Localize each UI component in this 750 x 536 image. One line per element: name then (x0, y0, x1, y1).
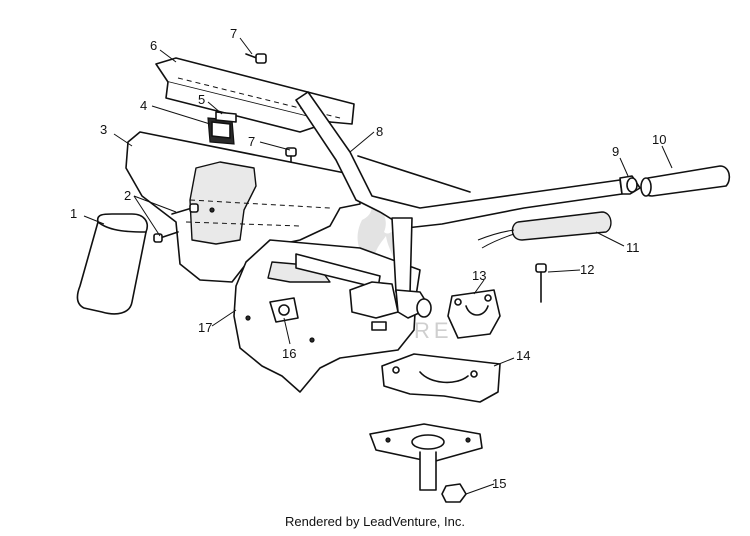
callout-4: 4 (140, 98, 147, 113)
callout-14: 14 (516, 348, 530, 363)
footer-credit: Rendered by LeadVenture, Inc. (285, 514, 465, 529)
callout-1: 1 (70, 206, 77, 221)
callout-16: 16 (282, 346, 296, 361)
leader-lines (83, 37, 673, 495)
callout-10: 10 (652, 132, 666, 147)
callout-3: 3 (100, 122, 107, 137)
callout-11: 11 (626, 240, 640, 255)
part-16-grommet (269, 297, 299, 323)
part-5-switch-clip (215, 111, 237, 123)
part-4-switch-housing (207, 117, 235, 145)
part-15-nut (441, 483, 467, 503)
part-14-lower-clamp (381, 353, 501, 403)
callout-7-top: 7 (230, 26, 237, 41)
part-9-bar-end (619, 175, 641, 195)
part-1-pad (76, 213, 148, 315)
part-7-screw-top (245, 53, 267, 64)
callout-12: 12 (580, 262, 594, 277)
part-13-upper-clamp (447, 289, 501, 339)
callout-labels: 1 2 3 4 5 6 7 7 8 9 10 11 12 13 14 15 16… (70, 26, 666, 491)
callout-2: 2 (124, 188, 131, 203)
callout-9: 9 (612, 144, 619, 159)
callout-6: 6 (150, 38, 157, 53)
callout-17: 17 (198, 320, 212, 335)
callout-15: 15 (492, 476, 506, 491)
part-11-heated-grip (477, 211, 612, 249)
steering-post-plate (369, 423, 483, 491)
callout-7-middle: 7 (248, 134, 255, 149)
part-10-grip (640, 165, 731, 197)
part-12-bolt (535, 263, 547, 303)
callout-13: 13 (472, 268, 486, 283)
callout-8: 8 (376, 124, 383, 139)
part-17-dash-panel (233, 239, 421, 393)
callout-5: 5 (198, 92, 205, 107)
